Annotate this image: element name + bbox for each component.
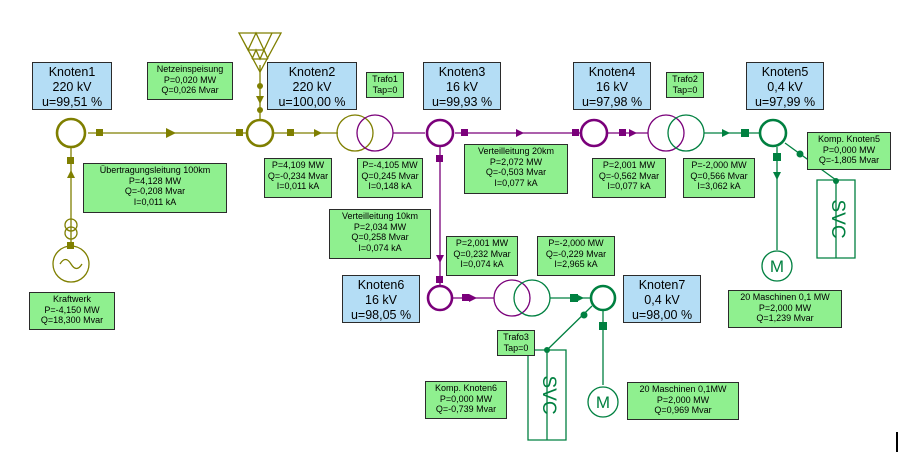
knoten7-name: Knoten7 [638,278,686,292]
trafo2-result-box[interactable]: P=-2,000 MW Q=0,566 Mvar I=3,062 kA [683,158,755,198]
trafo3-primary [493,279,531,317]
knoten3-name: Knoten3 [438,65,486,79]
gen-trafo-upper [64,218,78,232]
knoten5-voltage: 0,4 kV [767,79,803,94]
svc5-symbol [816,179,856,259]
trafo3-box[interactable]: Trafo3 Tap=0 [497,330,535,356]
bus-knoten5 [758,118,788,148]
bus-knoten6 [426,284,454,312]
knoten1-name: Knoten1 [48,65,96,79]
motor5-symbol [761,250,793,282]
knoten5-name: Knoten5 [761,65,809,79]
arrow-motor5-icon [773,172,781,180]
node-knoten6[interactable]: Knoten6 16 kV u=98,05 % [342,275,420,323]
verteilleitung10-box[interactable]: Verteilleitung 10km P=2,034 MW Q=0,258 M… [329,209,431,259]
trafo2-box[interactable]: Trafo2 Tap=0 [666,72,704,98]
knoten2-result-box[interactable]: P=4,109 MW Q=-0,234 Mvar I=0,011 kA [264,158,332,198]
arrow-netz-icon [256,96,264,104]
bus-knoten2 [245,118,275,148]
svc7-symbol [527,349,567,441]
uebertragungsleitung-box[interactable]: Übertragungsleitung 100km P=4,128 MW Q=-… [83,163,227,213]
motor7-symbol [587,386,619,418]
arrow-kraft-icon [67,170,75,178]
node-knoten1[interactable]: Knoten1 220 kV u=99,51 % [32,62,112,110]
maschinen5-box[interactable]: 20 Maschinen 0,1 MW P=2,000 MW Q=1,239 M… [728,290,842,328]
section-220kv [52,31,374,283]
arrow-k7-icon [576,294,584,302]
arrow-k2-icon [314,129,322,137]
komp-knoten5-box[interactable]: Komp. Knoten5 P=0,000 MW Q=-1,805 Mvar [807,132,891,170]
verteilleitung20-box[interactable]: Verteilleitung 20km P=2,072 MW Q=-0,503 … [464,144,568,194]
maschinen7-box[interactable]: 20 Maschinen 0,1MW P=2,000 MW Q=0,969 Mv… [627,382,739,420]
bus-knoten7 [589,284,617,312]
trafo2-secondary [667,114,705,152]
node-knoten5[interactable]: Knoten5 0,4 kV u=97,99 % [746,62,824,110]
arrow-k4-icon [629,129,637,137]
markers-16kv [436,129,637,302]
generator-sine-icon [59,258,83,270]
knoten7-voltage: 0,4 kV [644,292,680,307]
komp-knoten6-box[interactable]: Komp. Knoten6 P=0,000 MW Q=-0,739 Mvar [425,381,507,419]
node-knoten4[interactable]: Knoten4 16 kV u=97,98 % [573,62,651,110]
arrow-k6-icon [469,294,477,302]
kraftwerk-box[interactable]: Kraftwerk P=-4,150 MW Q=18,300 Mvar [29,292,115,330]
motor5-label: M [770,257,784,276]
motor7-label: M [596,393,610,412]
trafo1-secondary [356,114,394,152]
trafo1-box[interactable]: Trafo1 Tap=0 [366,72,404,98]
grid-infeed-icon [237,31,283,74]
markers-220kv [67,83,322,249]
knoten4-name: Knoten4 [588,65,636,79]
netzeinspeisung-box[interactable]: Netzeinspeisung P=0,020 MW Q=0,026 Mvar [147,62,233,100]
markers-04kv [544,129,839,353]
knoten2-name: Knoten2 [288,65,336,79]
node-knoten2[interactable]: Knoten2 220 kV u=100,00 % [267,62,357,110]
arrow-verteil20-icon [516,129,524,137]
bus-knoten1 [55,117,87,149]
knoten3-u: u=99,93 % [431,94,493,109]
knoten2-u: u=100,00 % [278,94,346,109]
svc7-label: SVC [538,375,559,414]
trafo3-result-box[interactable]: P=-2,000 MW Q=-0,229 Mvar I=2,965 kA [537,236,615,276]
gen-trafo-lower [64,226,78,240]
knoten1-voltage: 220 kV [52,79,92,94]
knoten6-result-box[interactable]: P=2,001 MW Q=0,232 Mvar I=0,074 kA [446,236,518,276]
node-knoten3[interactable]: Knoten3 16 kV u=99,93 % [423,62,501,110]
knoten4-u: u=97,98 % [581,94,643,109]
arrow-uebertragung-icon [166,128,176,138]
trafo1-result-box[interactable]: P=-4,105 MW Q=0,245 Mvar I=0,148 kA [357,158,423,198]
knoten5-u: u=97,99 % [754,94,816,109]
knoten6-u: u=98,05 % [350,307,412,322]
knoten3-voltage: 16 kV [446,79,478,94]
trafo2-primary [647,114,685,152]
knoten2-voltage: 220 kV [292,79,332,94]
knoten4-result-box[interactable]: P=2,001 MW Q=-0,562 Mvar I=0,077 kA [592,158,666,198]
trafo1-primary [336,114,374,152]
bus-knoten3 [425,118,455,148]
arrow-k5-icon [722,129,730,137]
bus-knoten4 [579,118,609,148]
node-knoten7[interactable]: Knoten7 0,4 kV u=98,00 % [623,275,701,323]
text-cursor-icon [896,432,898,452]
knoten6-voltage: 16 kV [365,292,397,307]
knoten7-u: u=98,00 % [631,307,693,322]
knoten6-name: Knoten6 [357,278,405,292]
svc5-label: SVC [827,199,848,238]
knoten4-voltage: 16 kV [596,79,628,94]
section-04kv [513,114,856,441]
arrow-verteil10-icon [436,255,444,263]
trafo3-secondary [513,279,551,317]
knoten1-u: u=99,51 % [41,94,103,109]
